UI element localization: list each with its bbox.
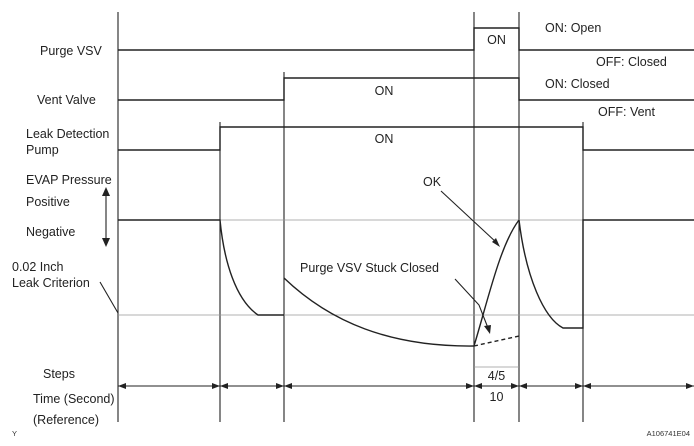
time-arrow-icon <box>284 383 292 389</box>
time-arrow-icon <box>474 383 482 389</box>
ok-annotation: OK <box>423 175 442 189</box>
steps-label: Steps <box>43 367 75 381</box>
purge-on-state: ON: Open <box>545 21 601 35</box>
criterion-leader-line <box>99 281 119 314</box>
time-arrow-icon <box>220 383 228 389</box>
seconds-value: 10 <box>490 390 504 404</box>
evap-pressure-recovery <box>518 219 694 329</box>
vent-on-label: ON <box>375 84 394 98</box>
vent-off-state: OFF: Vent <box>598 105 655 119</box>
leak-pump-signal <box>118 126 694 151</box>
time-arrow-icon <box>575 383 583 389</box>
criterion-label-line2: Leak Criterion <box>12 276 90 290</box>
ok-arrow-icon <box>492 238 500 247</box>
evap-pressure-drop-1 <box>118 219 284 316</box>
step-value: 4/5 <box>488 369 505 383</box>
time-arrow-icon <box>511 383 519 389</box>
purge-off-state: OFF: Closed <box>596 55 667 69</box>
stuck-arrow-icon <box>484 325 491 334</box>
time-arrow-icon <box>583 383 591 389</box>
positive-label: Positive <box>26 195 70 209</box>
leak-pump-label-line2: Pump <box>26 143 59 157</box>
vent-valve-label: Vent Valve <box>37 93 96 107</box>
figure-id: A106741E04 <box>647 429 690 438</box>
purge-on-label: ON <box>487 33 506 47</box>
stuck-closed-annotation: Purge VSV Stuck Closed <box>300 261 439 275</box>
arrow-up-icon <box>102 187 110 196</box>
arrow-down-icon <box>102 238 110 247</box>
purge-vsv-signal <box>118 27 694 51</box>
vent-valve-signal <box>118 77 694 101</box>
criterion-label-line1: 0.02 Inch <box>12 260 63 274</box>
evap-pressure-label: EVAP Pressure <box>26 173 112 187</box>
purge-vsv-label: Purge VSV <box>40 44 103 58</box>
time-label-line2: (Reference) <box>33 413 99 427</box>
pump-on-label: ON <box>375 132 394 146</box>
time-label-line1: Time (Second) <box>33 392 115 406</box>
time-arrow-icon <box>466 383 474 389</box>
ok-leader-line <box>440 190 498 244</box>
corner-mark: Y <box>12 429 17 438</box>
time-arrow-icon <box>212 383 220 389</box>
evap-pressure-drop-2 <box>283 277 475 347</box>
time-arrow-icon <box>118 383 126 389</box>
time-arrow-icon <box>519 383 527 389</box>
stuck-leader-line <box>454 278 489 329</box>
time-arrow-icon <box>686 383 694 389</box>
negative-label: Negative <box>26 225 75 239</box>
vent-on-state: ON: Closed <box>545 77 610 91</box>
leak-pump-label-line1: Leak Detection <box>26 127 109 141</box>
time-arrow-icon <box>276 383 284 389</box>
evap-pressure-stuck-curve <box>473 335 520 347</box>
evap-pressure-ok-curve <box>473 219 520 347</box>
